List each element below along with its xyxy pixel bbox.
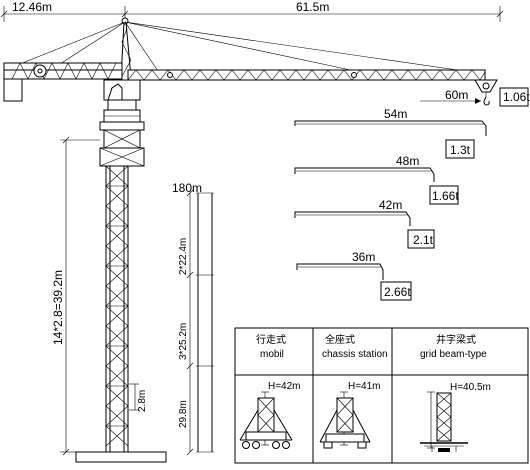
config-2-chassis-base (319, 391, 371, 449)
mast-height-dimension (60, 136, 139, 456)
section-height-label: 2.8m (137, 390, 148, 412)
config-3-grid-beam-base (420, 391, 468, 452)
load-curve-48m (294, 167, 459, 205)
load-curve-36m (296, 263, 412, 301)
load-capacity-54m: 1.3t (450, 143, 471, 157)
top-dimension-lines (0, 6, 504, 22)
config-3-label-en: grid beam-type (420, 349, 487, 360)
load-capacity-48m: 1.66t (432, 189, 459, 203)
config-2-height: H=41m (348, 381, 381, 392)
height-segment-2: 3*25.2m (178, 323, 189, 360)
height-scale-column (186, 189, 214, 456)
config-2-label-en: chassis station (322, 349, 388, 360)
config-3-label-cn: 井字梁式 (436, 333, 476, 346)
tip-capacity-box (499, 87, 529, 107)
height-scale-top: 180m (172, 181, 202, 195)
load-capacity-42m: 2.1t (413, 233, 434, 247)
config-1-label-en: mobil (260, 349, 284, 360)
config-2-label-cn: 全座式 (325, 333, 355, 346)
config-1-height: H=42m (268, 381, 301, 392)
tip-capacity-value: 1.06t (503, 90, 530, 104)
mast-foundation (75, 451, 167, 463)
jib-tie-rods (19, 21, 486, 75)
load-capacity-36m: 2.66t (384, 285, 411, 299)
config-1-label-cn: 行走式 (256, 333, 286, 346)
tower-mast (75, 165, 167, 463)
config-1-mobile-base (239, 391, 293, 449)
load-curve-54m (294, 120, 487, 159)
height-segment-1: 2*22.4m (178, 238, 189, 275)
tip-radius-label: 60m (445, 88, 468, 102)
counter-jib (3, 62, 123, 102)
load-radius-42m: 42m (379, 198, 402, 212)
main-jib (127, 69, 498, 93)
load-radius-36m: 36m (352, 250, 375, 264)
slewing-section (99, 79, 145, 167)
config-3-height: H=40.5m (450, 382, 491, 393)
hook-block (420, 92, 490, 106)
load-radius-48m: 48m (396, 154, 419, 168)
height-segment-3: 29.8m (178, 400, 189, 428)
counterweight-block (3, 78, 23, 102)
mast-height-label: 14*2.8=39.2m (51, 270, 65, 345)
load-curve-42m (294, 211, 435, 249)
load-radius-54m: 54m (384, 107, 407, 121)
main-jib-length: 61.5m (296, 0, 329, 14)
counter-jib-length: 12.46m (12, 0, 52, 14)
